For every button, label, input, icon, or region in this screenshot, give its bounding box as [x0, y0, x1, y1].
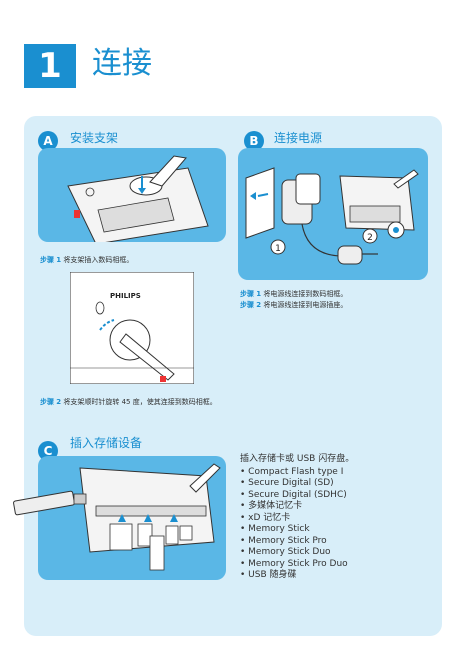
storage-intro: 插入存储卡或 USB 闪存盘。 [240, 454, 355, 464]
step-text: 将支架顺时针旋转 45 度，使其连接到数码相框。 [63, 398, 217, 406]
step-text: 将电源线连接到数码相框。 [263, 290, 348, 298]
callout-1: 1 [275, 244, 281, 254]
chapter-number: 1 [24, 44, 76, 88]
list-item: Memory Stick Duo [240, 547, 430, 559]
stand-rotate-illustration: PHILIPS [70, 272, 194, 384]
section-c-title: 插入存储设备 [70, 436, 143, 450]
storage-insert-illustration [13, 463, 221, 571]
step-label: 步骤 [40, 256, 54, 264]
list-item: Memory Stick Pro [240, 536, 430, 548]
stand-insert-illustration [67, 155, 209, 242]
step-label: 步骤 [240, 301, 254, 309]
list-item: Memory Stick [240, 524, 430, 536]
step-number: 1 [256, 290, 262, 298]
section-b-badge: B [244, 131, 264, 151]
list-item: Secure Digital (SDHC) [240, 490, 430, 502]
chapter-title: 连接 [92, 46, 152, 81]
power-connection-illustration: 1 2 [245, 167, 419, 265]
step-text: 将电源线连接到电源插座。 [263, 301, 348, 309]
list-item: USB 随身碟 [240, 570, 430, 582]
section-a-step-2: 步骤 2 将支架顺时针旋转 45 度，使其连接到数码相框。 [40, 397, 228, 407]
step-number: 2 [56, 398, 62, 406]
step-label: 步骤 [40, 398, 54, 406]
section-a-step-1: 步骤 1 将支架插入数码相框。 [40, 255, 228, 265]
list-item: xD 记忆卡 [240, 513, 430, 525]
step-number: 1 [56, 256, 62, 264]
step-label: 步骤 [240, 290, 254, 298]
step-number: 2 [256, 301, 262, 309]
supported-storage-list: 插入存储卡或 USB 闪存盘。 Compact Flash type I Sec… [240, 454, 430, 582]
callout-2: 2 [367, 233, 373, 243]
philips-brand: PHILIPS [110, 292, 141, 300]
section-a-title: 安装支架 [70, 131, 119, 145]
list-item: 多媒体记忆卡 [240, 501, 430, 513]
section-b-step-1: 步骤 1 将电源线连接到数码相框。 [240, 289, 430, 299]
section-b-title: 连接电源 [274, 131, 323, 145]
list-item: Secure Digital (SD) [240, 478, 430, 490]
list-item: Compact Flash type I [240, 467, 430, 479]
list-item: Memory Stick Pro Duo [240, 559, 430, 571]
section-a-badge: A [38, 131, 58, 151]
step-text: 将支架插入数码相框。 [63, 256, 134, 264]
section-b-step-2: 步骤 2 将电源线连接到电源插座。 [240, 300, 430, 310]
